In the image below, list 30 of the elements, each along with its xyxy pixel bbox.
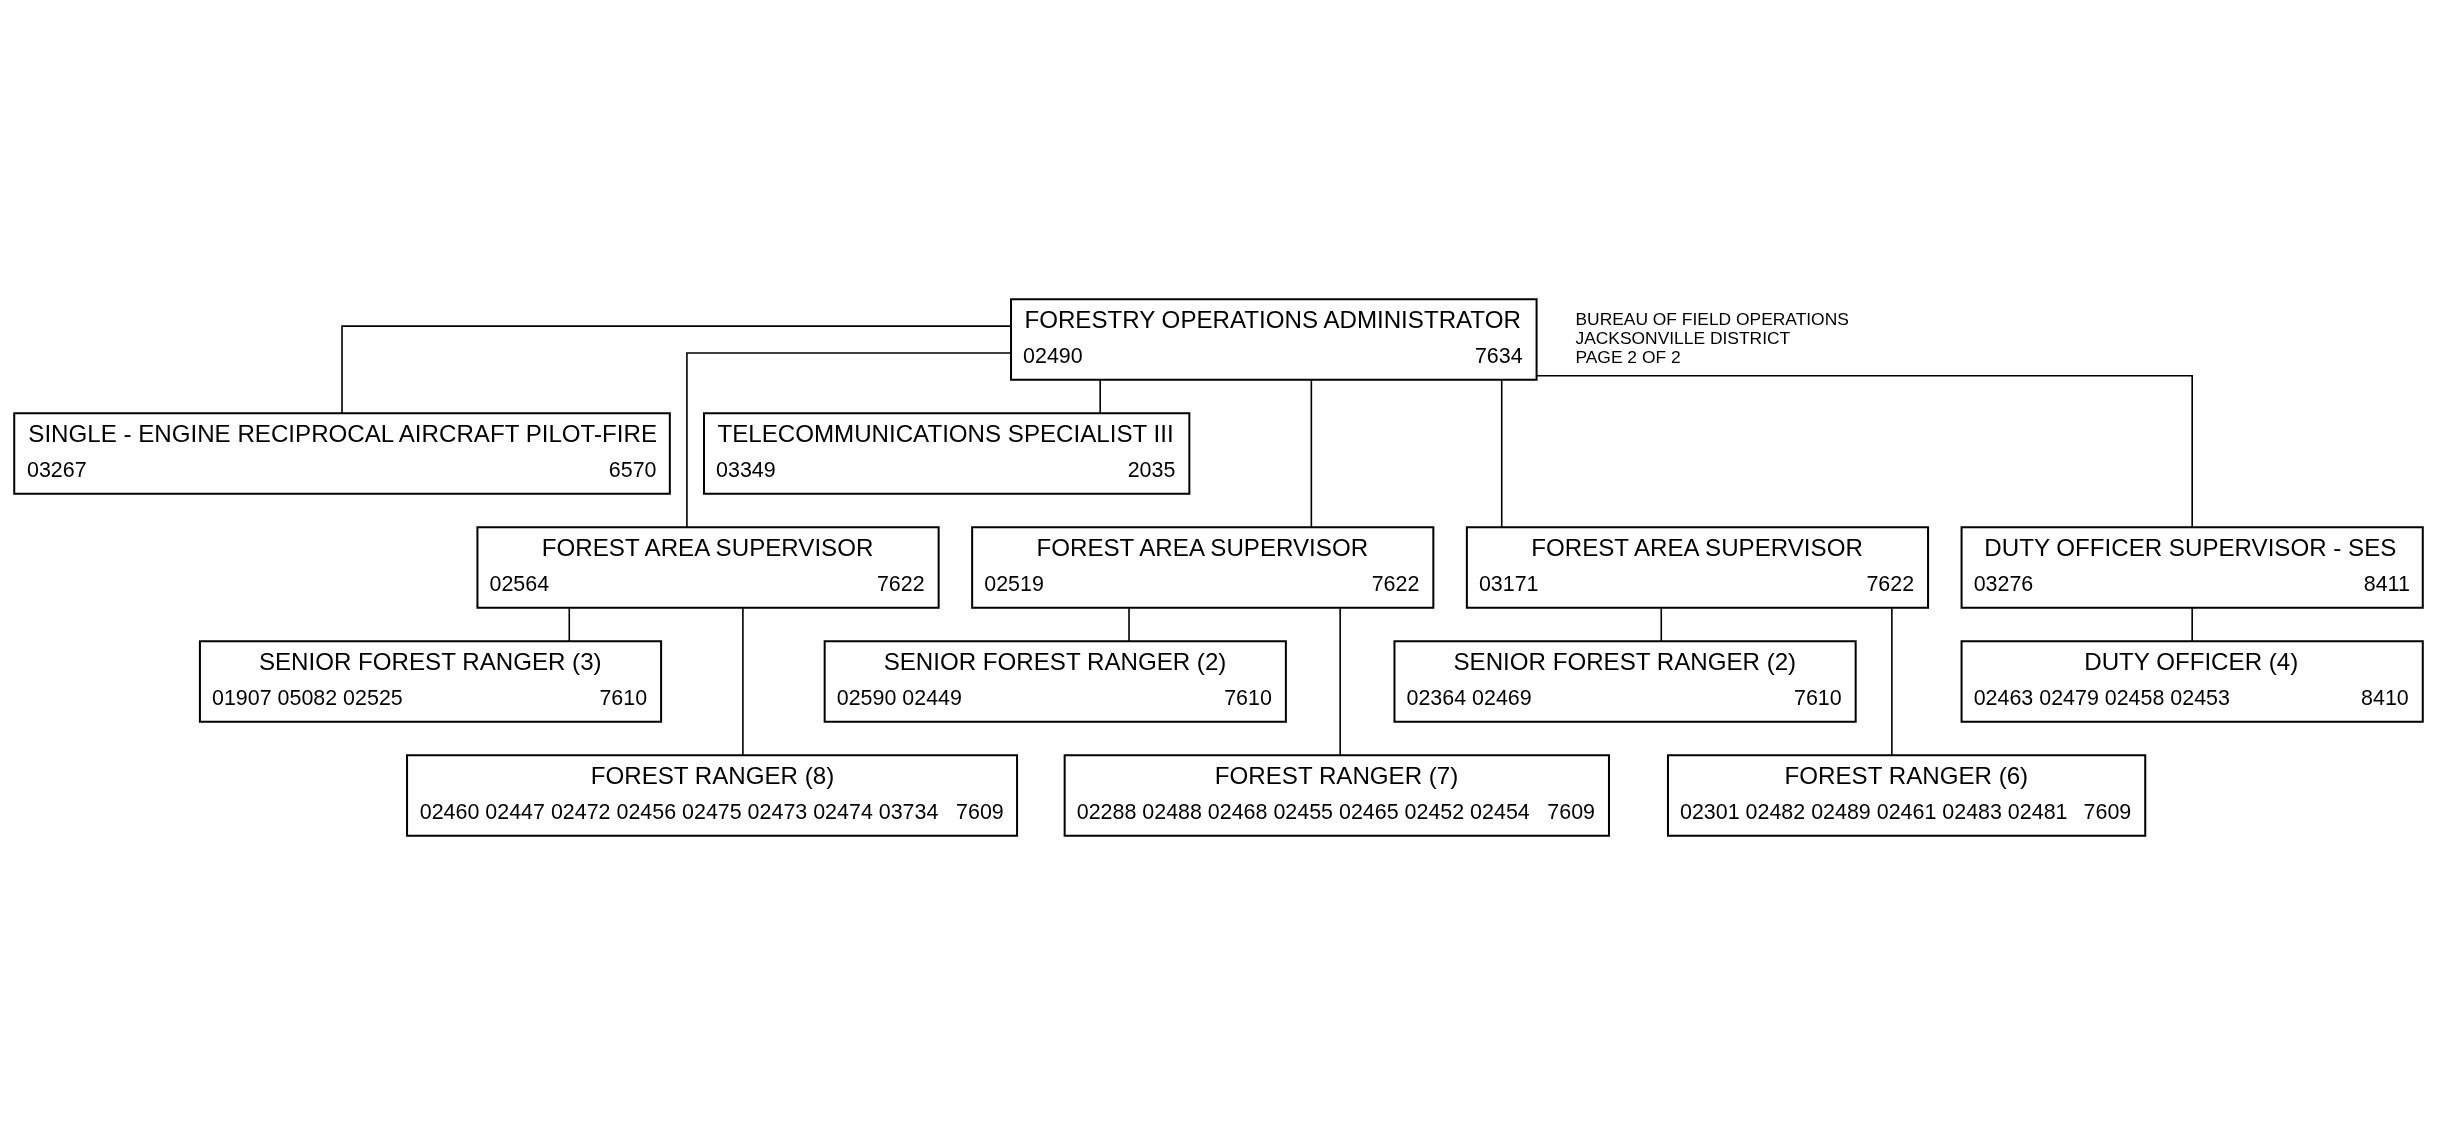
connector [1310,378,1313,528]
connector [1339,606,1341,756]
label: PAGE 2 OF 2 [1575,346,1681,367]
connector [686,351,1012,528]
node-box: FOREST RANGER (8) 02460 02447 02472 02456 02475 02473 02474 03734 7609 [406,753,1019,837]
node-box: FOREST AREA SUPERVISOR 03171 7622 [1465,525,1930,609]
node-box: FOREST AREA SUPERVISOR 02564 7622 [476,525,940,609]
label: JACKSONVILLE DISTRICT [1575,327,1791,348]
connector [1891,606,1893,756]
connector [742,606,744,756]
label: BUREAU OF FIELD OPERATIONS [1575,308,1849,329]
connector [1536,374,2193,528]
node-box: FORESTRY OPERATIONS ADMINISTRATOR 02490 7634 [1010,297,1538,381]
node-box: SENIOR FOREST RANGER (2) 02364 02469 7610 [1393,639,1857,723]
node-box: FOREST AREA SUPERVISOR 02519 7622 [971,525,1435,609]
node-box: FOREST RANGER (6) 02301 02482 02489 02461 02483 02481 7609 [1666,753,2147,837]
connector [341,324,1012,414]
connector [1660,606,1663,642]
node-box: SENIOR FOREST RANGER (2) 02590 02449 7610 [823,639,1287,723]
connector [1099,378,1101,414]
node-box: FOREST RANGER (7) 02288 02488 02468 02455 02465 02452 02454 7609 [1063,753,1610,837]
connector [1128,606,1130,642]
node-box: DUTY OFFICER (4) 02463 02479 02458 02453 8410 [1960,639,2424,723]
connector [568,606,571,642]
node-box: TELECOMMUNICATIONS SPECIALIST III 03349 2035 [703,411,1191,495]
node-box: SINGLE - ENGINE RECIPROCAL AIRCRAFT PILOT-FIRE 03267 6570 [13,411,671,495]
node-box: DUTY OFFICER SUPERVISOR - SES 03276 8411 [1960,525,2424,609]
node-box: SENIOR FOREST RANGER (3) 01907 05082 02525 7610 [198,639,663,723]
connector [2191,606,2193,642]
connector [1500,378,1503,528]
